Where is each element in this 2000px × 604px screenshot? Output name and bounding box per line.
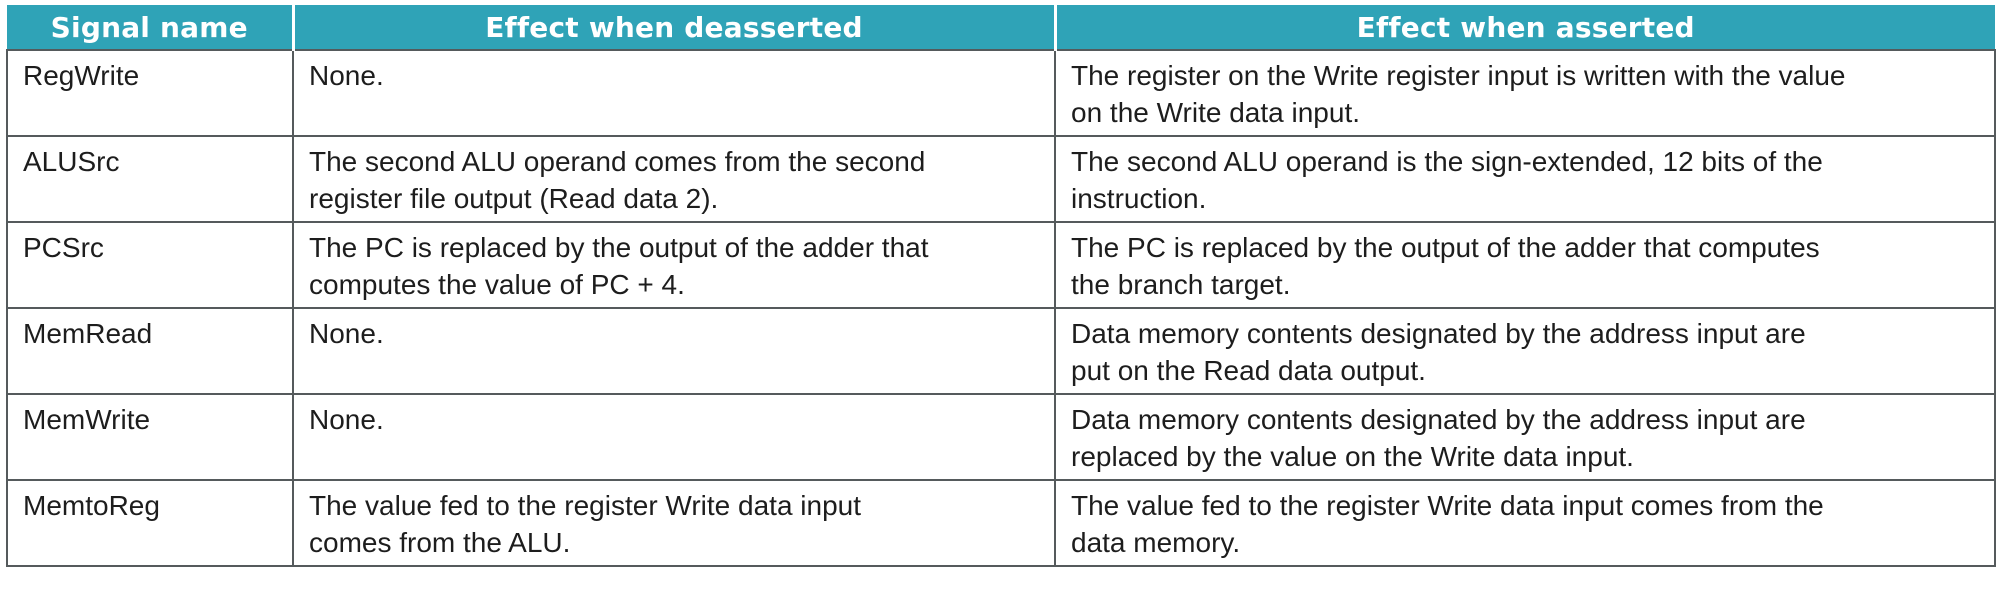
cell-line: The register on the Write register input… bbox=[1071, 60, 1846, 91]
header-signal-name: Signal name bbox=[7, 5, 295, 50]
cell-line: The PC is replaced by the output of the … bbox=[1071, 232, 1820, 263]
signal-name-cell: MemRead bbox=[6, 307, 294, 395]
deasserted-effect-cell: The second ALU operand comes from the se… bbox=[292, 135, 1056, 223]
cell-line: the branch target. bbox=[1071, 269, 1291, 300]
signal-name-cell: MemWrite bbox=[6, 393, 294, 481]
asserted-effect-cell: Data memory contents designated by the a… bbox=[1054, 307, 1996, 395]
control-signals-table: Signal name Effect when deasserted Effec… bbox=[6, 5, 1996, 567]
cell-line: Data memory contents designated by the a… bbox=[1071, 318, 1806, 349]
signal-name-cell: RegWrite bbox=[6, 49, 294, 137]
table-row: MemWrite None. Data memory contents desi… bbox=[6, 393, 1996, 481]
deasserted-effect-cell: The PC is replaced by the output of the … bbox=[292, 221, 1056, 309]
header-effect-asserted: Effect when asserted bbox=[1055, 5, 1995, 50]
signal-name-cell: MemtoReg bbox=[6, 479, 294, 567]
cell-line: register file output (Read data 2). bbox=[309, 183, 719, 214]
table-row: MemRead None. Data memory contents desig… bbox=[6, 307, 1996, 395]
header-effect-deasserted: Effect when deasserted bbox=[293, 5, 1057, 50]
signal-name-cell: ALUSrc bbox=[6, 135, 294, 223]
cell-line: data memory. bbox=[1071, 527, 1241, 558]
table-row: ALUSrc The second ALU operand comes from… bbox=[6, 135, 1996, 223]
signal-name-cell: PCSrc bbox=[6, 221, 294, 309]
cell-line: The PC is replaced by the output of the … bbox=[309, 232, 929, 263]
header-row: Signal name Effect when deasserted Effec… bbox=[7, 5, 1995, 50]
table-body: RegWrite None. The register on the Write… bbox=[6, 49, 1996, 567]
asserted-effect-cell: Data memory contents designated by the a… bbox=[1054, 393, 1996, 481]
cell-line: The value fed to the register Write data… bbox=[309, 490, 862, 521]
cell-line: instruction. bbox=[1071, 183, 1207, 214]
cell-line: The second ALU operand comes from the se… bbox=[309, 146, 926, 177]
table-header: Signal name Effect when deasserted Effec… bbox=[7, 5, 1995, 50]
deasserted-effect-cell: None. bbox=[292, 393, 1056, 481]
table-row: RegWrite None. The register on the Write… bbox=[6, 49, 1996, 137]
cell-line: on the Write data input. bbox=[1071, 97, 1360, 128]
deasserted-effect-cell: None. bbox=[292, 307, 1056, 395]
cell-line: replaced by the value on the Write data … bbox=[1071, 441, 1634, 472]
asserted-effect-cell: The PC is replaced by the output of the … bbox=[1054, 221, 1996, 309]
cell-line: comes from the ALU. bbox=[309, 527, 571, 558]
asserted-effect-cell: The value fed to the register Write data… bbox=[1054, 479, 1996, 567]
asserted-effect-cell: The register on the Write register input… bbox=[1054, 49, 1996, 137]
cell-line: The value fed to the register Write data… bbox=[1071, 490, 1824, 521]
deasserted-effect-cell: The value fed to the register Write data… bbox=[292, 479, 1056, 567]
deasserted-effect-cell: None. bbox=[292, 49, 1056, 137]
cell-line: put on the Read data output. bbox=[1071, 355, 1426, 386]
control-signals-table-container: Signal name Effect when deasserted Effec… bbox=[6, 5, 1996, 567]
table-row: PCSrc The PC is replaced by the output o… bbox=[6, 221, 1996, 309]
asserted-effect-cell: The second ALU operand is the sign-exten… bbox=[1054, 135, 1996, 223]
cell-line: Data memory contents designated by the a… bbox=[1071, 404, 1806, 435]
cell-line: computes the value of PC + 4. bbox=[309, 269, 685, 300]
table-row: MemtoReg The value fed to the register W… bbox=[6, 479, 1996, 567]
cell-line: The second ALU operand is the sign-exten… bbox=[1071, 146, 1823, 177]
